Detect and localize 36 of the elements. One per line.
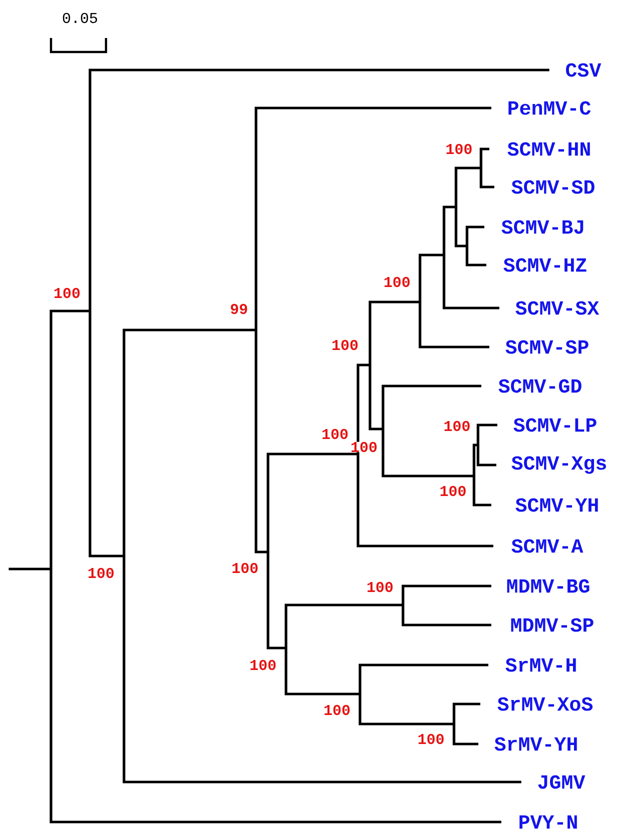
taxon-label: CSV — [566, 63, 602, 77]
taxon-label: SCMV-HN — [508, 142, 590, 156]
taxon-label: JGMV — [538, 775, 586, 789]
taxon-label: SCMV-YH — [516, 498, 598, 512]
bootstrap-value: 100 — [446, 144, 472, 154]
taxon-label: SCMV-SD — [512, 180, 594, 194]
taxon-label: SrMV-H — [506, 658, 576, 672]
taxon-label: MDMV-SP — [511, 618, 594, 632]
bootstrap-value: 100 — [444, 420, 470, 432]
bootstrap-value: 99 — [230, 304, 248, 314]
bootstrap-value: 100 — [250, 660, 276, 670]
bootstrap-value: 100 — [350, 442, 378, 452]
bootstrap-value: 100 — [418, 734, 444, 744]
taxon-label: SCMV-HZ — [504, 258, 586, 272]
taxon-label: MDMV-BG — [507, 579, 590, 593]
taxon-label: SCMV-LP — [514, 418, 596, 432]
bootstrap-value: 100 — [332, 340, 358, 350]
taxon-label: SCMV-SX — [516, 301, 600, 315]
bootstrap-value: 100 — [232, 562, 258, 574]
taxon-label: SCMV-Xgs — [512, 456, 606, 474]
scale-label: 0.05 — [62, 12, 98, 24]
taxon-label: SCMV-A — [512, 539, 584, 553]
taxon-label: SrMV-XoS — [498, 697, 593, 711]
taxon-label: SCMV-BJ — [502, 220, 584, 234]
bootstrap-value: 100 — [54, 288, 80, 298]
bootstrap-value: 100 — [440, 486, 466, 496]
taxon-label: SCMV-SP — [506, 340, 588, 354]
taxon-label: SrMV-YH — [494, 737, 577, 751]
bootstrap-value: 100 — [322, 428, 348, 440]
taxon-label: PVY-N — [520, 815, 577, 829]
bootstrap-value: 100 — [88, 568, 114, 578]
bootstrap-value: 100 — [366, 582, 394, 592]
taxon-label: SCMV-GD — [498, 379, 582, 393]
taxon-label: PenMV-C — [508, 101, 591, 115]
bootstrap-value: 100 — [384, 276, 410, 288]
bootstrap-value: 100 — [324, 704, 350, 716]
